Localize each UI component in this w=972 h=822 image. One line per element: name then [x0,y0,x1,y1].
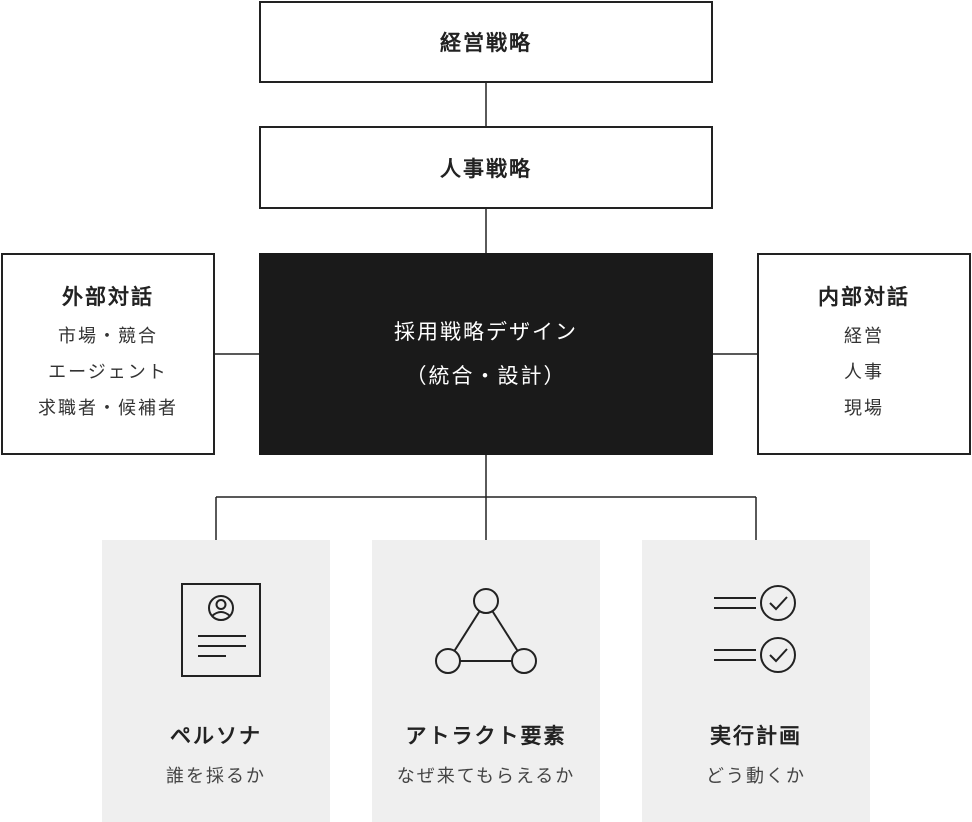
internal-item: 経営 [844,326,884,347]
attract-title: アトラクト要素 [405,723,567,748]
external-item: エージェント [48,362,168,383]
center-title-line1: 採用戦略デザイン [394,320,578,344]
attract-card: アトラクト要素 なぜ来てもらえるか [372,540,600,822]
external-item: 求職者・候補者 [38,398,178,419]
persona-title: ペルソナ [170,723,262,748]
triangle-network-icon [372,580,600,680]
external-item: 市場・競合 [58,326,158,347]
management-strategy-label: 経営戦略 [440,30,532,55]
internal-dialogue-box: 内部対話 経営 人事 現場 [757,253,971,455]
center-title-line2: （統合・設計） [405,364,567,388]
management-strategy-box: 経営戦略 [259,1,713,83]
internal-item: 人事 [844,362,884,383]
checklist-icon [642,580,870,680]
persona-document-icon [102,580,330,680]
hr-strategy-label: 人事戦略 [440,155,532,181]
execution-plan-subtitle: どう動くか [706,766,806,787]
attract-subtitle: なぜ来てもらえるか [396,766,576,787]
internal-item: 現場 [844,398,884,419]
execution-plan-title: 実行計画 [710,723,802,748]
persona-subtitle: 誰を採るか [166,766,266,787]
execution-plan-card: 実行計画 どう動くか [642,540,870,822]
external-dialogue-title: 外部対話 [62,284,154,309]
external-dialogue-box: 外部対話 市場・競合 エージェント 求職者・候補者 [1,253,215,455]
recruitment-strategy-design-box: 採用戦略デザイン （統合・設計） [259,253,713,455]
internal-dialogue-title: 内部対話 [818,284,910,309]
hr-strategy-box: 人事戦略 [259,126,713,209]
persona-card: ペルソナ 誰を採るか [102,540,330,822]
